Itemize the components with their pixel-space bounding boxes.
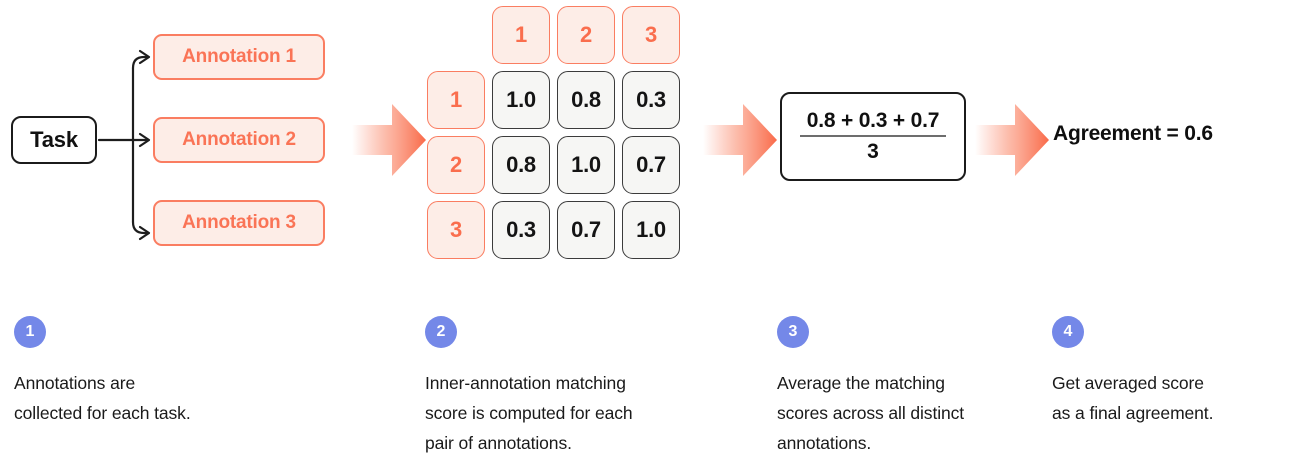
step-4: 4 Get averaged score as a final agreemen… [1052, 316, 1302, 428]
step-badge-4: 4 [1052, 316, 1084, 348]
step-text-3: Average the matching scores across all d… [777, 373, 965, 453]
right-arrow-icon-2 [703, 104, 777, 176]
matrix-cell-3-1: 0.3 [492, 201, 550, 259]
matrix-col-header-3: 3 [622, 6, 680, 64]
agreement-matrix: 1 2 3 1 1.0 0.8 0.3 2 0.8 1.0 0.7 3 0.3 … [427, 6, 680, 266]
matrix-row: 2 0.8 1.0 0.7 [427, 136, 680, 194]
matrix-cell-2-2: 1.0 [557, 136, 615, 194]
step-3: 3 Average the matching scores across all… [777, 316, 1027, 458]
step-badge-3: 3 [777, 316, 809, 348]
annotation-label-2: Annotation 2 [182, 129, 296, 150]
step-text-4: Get averaged score as a final agreement. [1052, 373, 1214, 423]
annotation-label-1: Annotation 1 [182, 46, 296, 67]
formula-fraction-bar [800, 134, 946, 138]
step-1: 1 Annotations are collected for each tas… [14, 316, 344, 428]
right-arrow-icon-1 [352, 104, 426, 176]
matrix-cell-2-3: 0.7 [622, 136, 680, 194]
matrix-cell-3-2: 0.7 [557, 201, 615, 259]
matrix-col-header-1: 1 [492, 6, 550, 64]
matrix-row-header-1: 1 [427, 71, 485, 129]
matrix-cell-1-2: 0.8 [557, 71, 615, 129]
matrix-cell-2-1: 0.8 [492, 136, 550, 194]
matrix-cell-1-1: 1.0 [492, 71, 550, 129]
step-badge-1: 1 [14, 316, 46, 348]
right-arrow-icon-3 [975, 104, 1049, 176]
matrix-col-header-2: 2 [557, 6, 615, 64]
task-label: Task [30, 127, 78, 152]
matrix-row: 3 0.3 0.7 1.0 [427, 201, 680, 259]
annotation-label-3: Annotation 3 [182, 212, 296, 233]
matrix-corner-cell [427, 6, 485, 64]
task-box: Task [11, 116, 97, 164]
step-2: 2 Inner-annotation matching score is com… [425, 316, 725, 458]
formula-numerator: 0.8 + 0.3 + 0.7 [806, 108, 940, 132]
formula-denominator: 3 [867, 140, 879, 164]
matrix-header-row: 1 2 3 [427, 6, 680, 64]
matrix-row-header-2: 2 [427, 136, 485, 194]
annotation-box-3: Annotation 3 [153, 200, 325, 246]
step-text-2: Inner-annotation matching score is compu… [425, 373, 633, 453]
matrix-row: 1 1.0 0.8 0.3 [427, 71, 680, 129]
average-formula-box: 0.8 + 0.3 + 0.7 3 [780, 92, 966, 181]
annotation-box-1: Annotation 1 [153, 34, 325, 80]
matrix-cell-1-3: 0.3 [622, 71, 680, 129]
matrix-row-header-3: 3 [427, 201, 485, 259]
matrix-cell-3-3: 1.0 [622, 201, 680, 259]
agreement-result: Agreement = 0.6 [1053, 122, 1213, 145]
annotation-box-2: Annotation 2 [153, 117, 325, 163]
step-text-1: Annotations are collected for each task. [14, 373, 191, 423]
step-badge-2: 2 [425, 316, 457, 348]
